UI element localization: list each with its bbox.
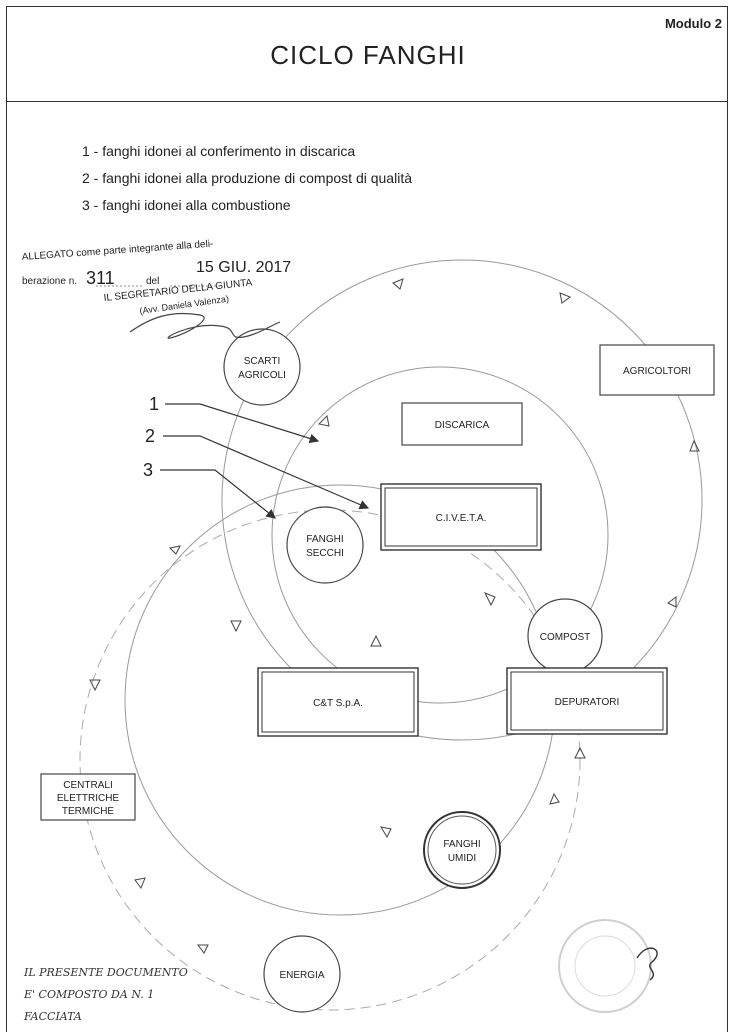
pointer-label-2: 2 (145, 426, 155, 446)
fanghi-umidi-label-2: UMIDI (448, 853, 476, 864)
scarti-label-1: SCARTI (244, 356, 281, 367)
stamp-line-1: ALLEGATO come parte integrante alla deli… (21, 239, 213, 263)
discarica-label: DISCARICA (435, 420, 490, 431)
legend-item-1: 1 - fanghi idonei al conferimento in dis… (82, 143, 356, 159)
compost-label: COMPOST (540, 632, 591, 643)
note-line-3: FACCIATA (23, 1010, 82, 1023)
stamp-number: 311 (86, 268, 115, 288)
module-label: Modulo 2 (664, 16, 722, 31)
note-line-2: E' COMPOSTO DA N. 1 (23, 988, 154, 1001)
node-fanghi-umidi: FANGHI UMIDI (423, 811, 501, 889)
node-compost: COMPOST (527, 598, 603, 674)
outer-cycle (221, 259, 703, 741)
fanghi-secchi-label-2: SECCHI (306, 548, 344, 559)
depuratori-label: DEPURATORI (555, 697, 620, 708)
energia-label: ENERGIA (279, 970, 324, 981)
stamp-prefix: berazione n. (22, 276, 77, 287)
pointer-arrows (160, 403, 370, 519)
node-scarti-agricoli: SCARTI AGRICOLI (223, 328, 301, 406)
pointer-label-1: 1 (149, 394, 159, 414)
node-fanghi-secchi: FANGHI SECCHI (286, 506, 364, 584)
centrali-label-3: TERMICHE (62, 806, 115, 817)
node-discarica: DISCARICA (401, 402, 523, 446)
stamp-del: del (146, 276, 159, 287)
pointer-label-3: 3 (143, 460, 153, 480)
node-cst: C&T S.p.A. (257, 667, 419, 737)
round-seal (558, 919, 658, 1013)
node-agricoltori: AGRICOLTORI (599, 344, 715, 396)
header-divider (6, 101, 728, 102)
node-depuratori: DEPURATORI (506, 667, 668, 735)
note-line-1: IL PRESENTE DOCUMENTO (23, 966, 188, 979)
civeta-label: C.I.V.E.T.A. (436, 513, 487, 524)
node-centrali: CENTRALI ELETTRICHE TERMICHE (40, 773, 136, 821)
energy-cycle (79, 509, 581, 1011)
legend: 1 - fanghi idonei al conferimento in dis… (82, 138, 412, 219)
legend-item-3: 3 - fanghi idonei alla combustione (82, 197, 291, 213)
legend-item-2: 2 - fanghi idonei alla produzione di com… (82, 170, 412, 186)
signature (129, 312, 281, 339)
page-frame (6, 6, 728, 1032)
fanghi-secchi-label-1: FANGHI (306, 534, 343, 545)
fanghi-umidi-label-1: FANGHI (443, 839, 480, 850)
node-civeta: C.I.V.E.T.A. (380, 483, 542, 551)
scarti-label-2: AGRICOLI (238, 370, 286, 381)
approval-stamp: ALLEGATO come parte integrante alla deli… (21, 239, 291, 339)
cycle-direction-marks (89, 278, 700, 954)
centrali-label-1: CENTRALI (63, 780, 112, 791)
centrali-label-2: ELETTRICHE (57, 793, 120, 804)
page-title: CICLO FANGHI (270, 40, 466, 70)
node-energia: ENERGIA (263, 935, 341, 1013)
middle-cycle (271, 366, 609, 704)
stamp-date: 15 GIU. 2017 (196, 259, 291, 276)
handwritten-note: IL PRESENTE DOCUMENTO E' COMPOSTO DA N. … (23, 966, 188, 1023)
cst-label: C&T S.p.A. (313, 698, 363, 709)
agricoltori-label: AGRICOLTORI (623, 366, 691, 377)
